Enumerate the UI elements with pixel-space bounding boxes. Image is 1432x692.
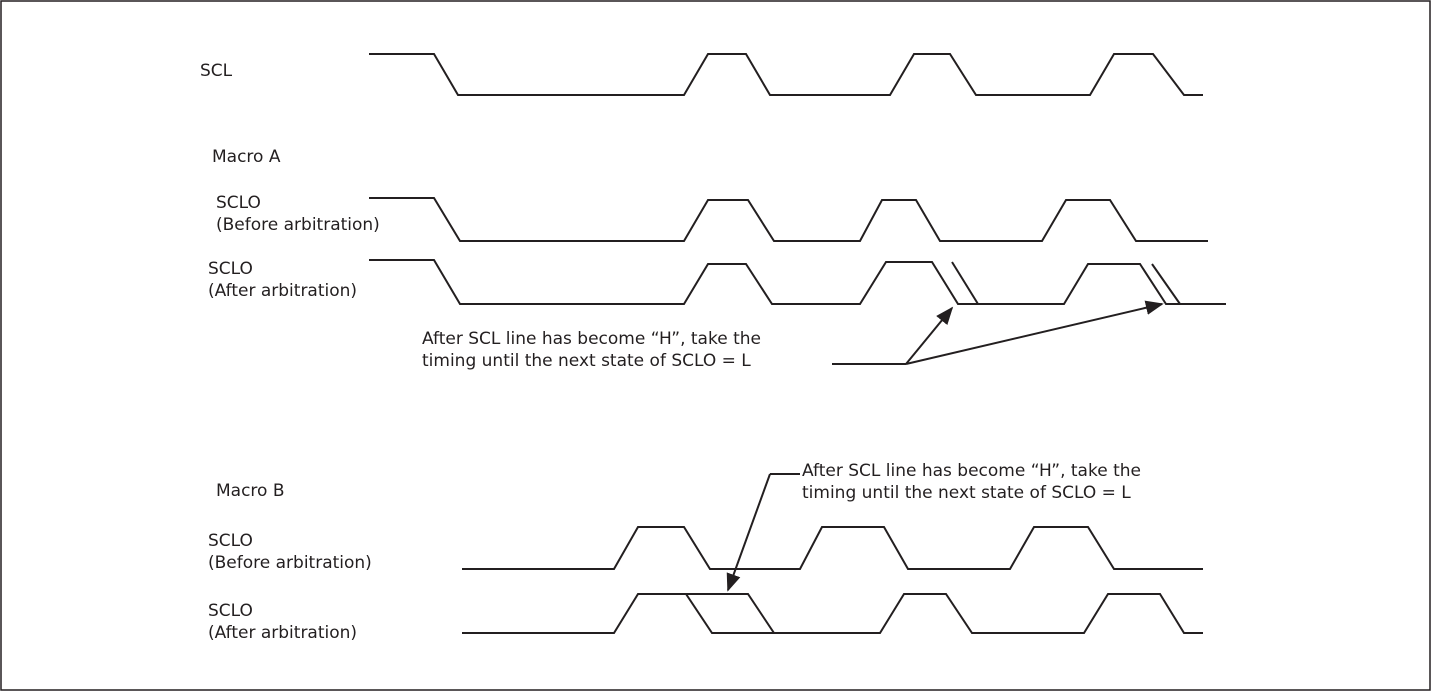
sclo-name: SCLO [208,259,253,279]
annotation-line-1: After SCL line has become “H”, take the [422,329,761,349]
scl-label: SCL [200,61,233,81]
sclo-name: SCLO [208,531,253,551]
annotation-line-2: timing until the next state of SCLO = L [422,351,751,371]
arbitration-note: (Before arbitration) [208,553,372,573]
arbitration-note: (After arbitration) [208,281,358,301]
annotation-line-1: After SCL line has become “H”, take the [802,461,1141,481]
sclo-name: SCLO [208,601,253,621]
scl-waveform [369,53,1203,96]
macro-b-arrow [726,473,771,592]
macro-b-sclo-after-label: SCLO (After arbitration) [208,600,357,644]
annotation-line-2: timing until the next state of SCLO = L [802,483,1131,503]
arbitration-note: (After arbitration) [208,623,358,643]
macro-a-annotation: After SCL line has become “H”, take the … [422,328,761,372]
macro-a-after-edge-2 [1151,263,1181,305]
macro-a-sclo-after-label: SCLO (After arbitration) [208,258,357,302]
macro-a-sclo-before-waveform [369,197,1208,242]
macro-b-after-extended [686,593,822,634]
macro-a-sclo-before-label: SCLO (Before arbitration) [216,192,380,236]
macro-a-arrow-2 [905,300,1164,365]
arbitration-note: (Before arbitration) [216,215,380,235]
macro-b-label: Macro B [216,481,285,501]
macro-b-sclo-before-waveform [462,526,1203,570]
macro-b-annotation: After SCL line has become “H”, take the … [802,460,1141,504]
macro-a-after-edge-1 [951,261,979,305]
sclo-name: SCLO [216,193,261,213]
macro-b-sclo-after-waveform [462,593,1203,634]
macro-a-sclo-after-waveform [369,259,1226,305]
macro-a-label: Macro A [212,147,281,167]
macro-a-arrow-1 [905,306,954,365]
macro-b-sclo-before-label: SCLO (Before arbitration) [208,530,372,574]
